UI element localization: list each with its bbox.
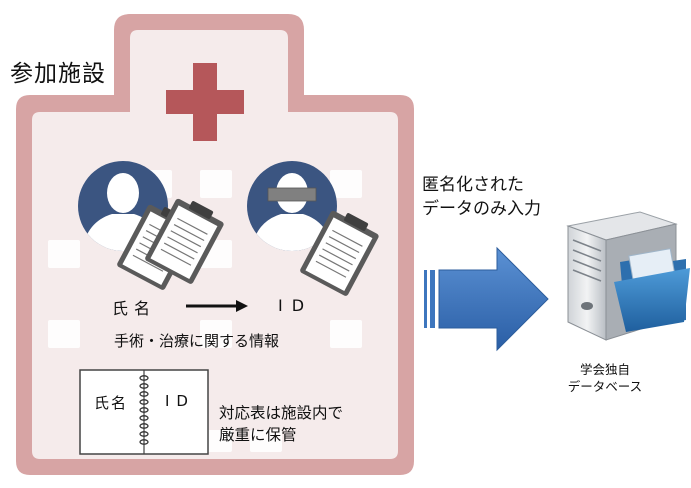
anonymized-note-line: 匿名化された (422, 175, 524, 195)
folder-icon (614, 248, 690, 332)
medical-record-clipboard-icon (117, 198, 224, 290)
storage-note: 対応表は施設内で 厳重に保管 (219, 402, 343, 446)
anonymized-data-note: 匿名化された データのみ入力 (422, 173, 541, 221)
database-label-line: データベース (567, 379, 643, 394)
patient-id-label: ID (278, 296, 314, 315)
red-cross-icon (166, 63, 244, 141)
patient-name-label: 氏名 (112, 299, 157, 318)
data-transfer-arrow (424, 246, 549, 352)
database-label: 学会独自 データベース (560, 361, 650, 395)
name-to-id-arrow (186, 300, 248, 312)
database-label-line: 学会独自 (579, 362, 630, 377)
anonymized-patient-avatar-icon (247, 161, 337, 251)
notebook-name-label: 氏名 (94, 394, 129, 412)
anonymized-note-line: データのみ入力 (422, 199, 541, 219)
facility-label: 参加施設 (10, 61, 106, 87)
notebook-id-label: ID (165, 392, 195, 410)
treatment-info-label: 手術・治療に関する情報 (114, 332, 280, 350)
storage-note-line: 厳重に保管 (219, 426, 297, 444)
correspondence-notebook-icon (79, 369, 209, 455)
storage-note-line: 対応表は施設内で (219, 404, 344, 422)
eye-mask-bar (267, 187, 317, 202)
anonymized-record-clipboard-icon (300, 210, 379, 296)
